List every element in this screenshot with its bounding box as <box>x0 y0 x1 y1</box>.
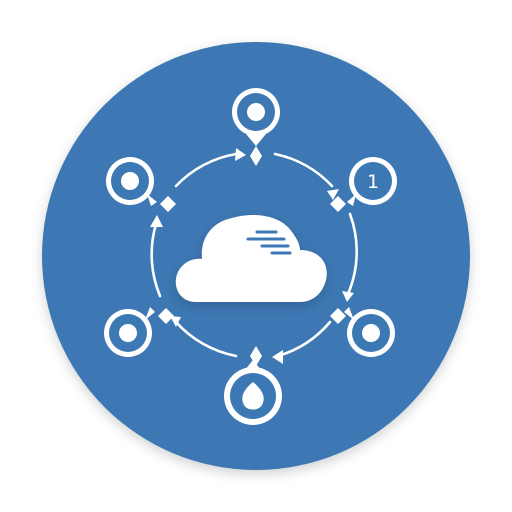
arrowhead-lower-left <box>170 316 181 327</box>
lower-left-node-icon <box>104 307 155 357</box>
connector-upper-right <box>330 196 346 212</box>
arc-right <box>346 212 358 296</box>
connector-lower-left <box>158 308 174 324</box>
top-node-icon <box>232 88 280 146</box>
upper-left-node-icon <box>106 157 157 206</box>
arrowheads <box>150 148 354 364</box>
arc-bottom-left <box>174 320 238 358</box>
drop-shape <box>242 382 264 410</box>
upper-right-node-icon: 1 <box>347 157 397 206</box>
cloud-shape <box>175 214 327 302</box>
bottom-node-icon <box>224 360 282 425</box>
arrowhead-upper-right <box>327 189 339 200</box>
connector-top <box>250 146 262 166</box>
arrowhead-top <box>235 148 246 161</box>
connector-lower-right <box>330 308 346 324</box>
arrowhead-bottom <box>272 350 283 364</box>
cloud-speed-lines <box>246 230 292 255</box>
arrowhead-right <box>342 291 354 302</box>
lower-right-node-icon <box>344 307 395 357</box>
arrowhead-left <box>150 215 163 227</box>
cloud-icon <box>175 214 327 302</box>
arc-left <box>150 222 162 298</box>
arc-top-right <box>273 152 334 188</box>
connector-upper-left <box>160 196 176 212</box>
arc-top-left <box>174 152 238 188</box>
node-badge-number: 1 <box>367 171 379 193</box>
